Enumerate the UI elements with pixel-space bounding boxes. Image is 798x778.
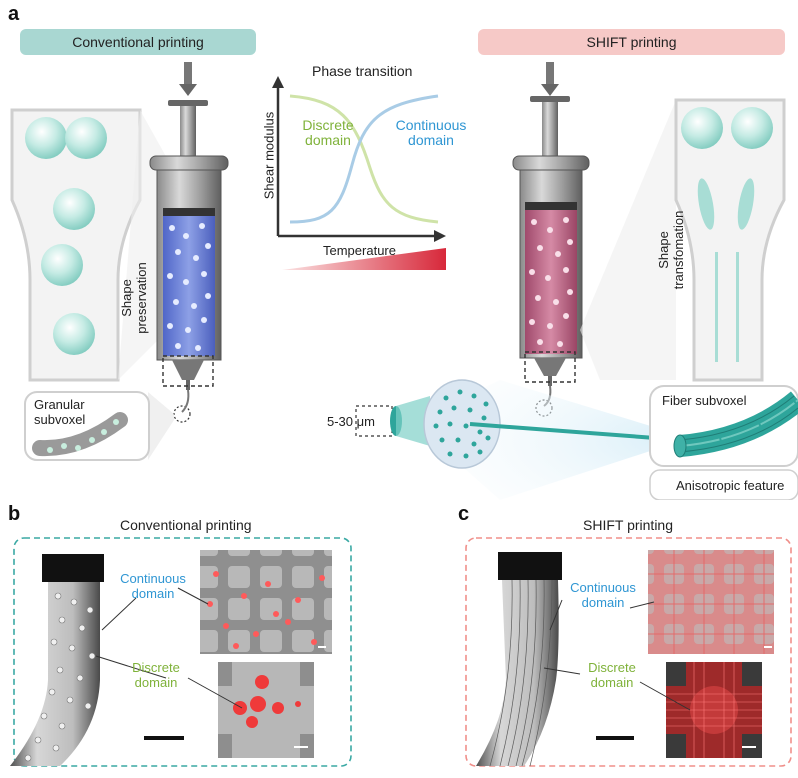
shape-transformation-label: Shape transfomation [656, 210, 686, 290]
panel-b-letter: b [8, 503, 21, 525]
syringe-shift [512, 62, 590, 417]
panel-b-frame [13, 537, 352, 767]
panel-a-letter: a [8, 3, 20, 25]
filament-b [10, 582, 100, 766]
syringe-conventional [149, 62, 229, 423]
continuous-domain-label-a: Continuous domain [395, 117, 467, 148]
nozzle-zoom-box-left [162, 355, 214, 387]
discrete-domain-label-a: Discrete domain [302, 117, 354, 148]
conventional-printing-header: Conventional printing [20, 29, 256, 55]
nozzle-zoom-box-right [524, 351, 576, 383]
granular-subvoxel-label: Granular subvoxel [34, 397, 86, 427]
continuous-domain-label-c: Continuous domain [570, 580, 636, 610]
scale-bar-c [596, 736, 634, 740]
magnified-chamber-right [674, 98, 786, 382]
panel-c-title: SHIFT printing [583, 517, 673, 533]
panel-c-frame [465, 537, 792, 767]
scale-bar-b [144, 736, 184, 740]
panel-b-title: Conventional printing [120, 517, 252, 533]
temperature-gradient-wedge [282, 248, 446, 270]
nozzle-tip-c [498, 552, 562, 580]
temperature-label: Temperature [323, 243, 396, 258]
cross-section-disk [423, 379, 501, 469]
shear-modulus-label: Shear modulus [261, 111, 277, 200]
size-range-label: 5-30 μm [327, 414, 375, 429]
continuous-domain-label-b: Continuous domain [120, 571, 186, 601]
filament-c [476, 580, 559, 766]
discrete-domain-label-c: Discrete domain [588, 660, 636, 690]
micrograph-grid-b [200, 550, 332, 654]
fiber-strand [469, 422, 683, 442]
phase-transition-title: Phase transition [312, 63, 413, 79]
phase-transition-plot [272, 76, 446, 270]
anisotropic-feature-label: Anisotropic feature [676, 478, 785, 493]
panel-a-illustration [10, 62, 798, 500]
shape-preservation-label: Shape preservation [119, 262, 149, 334]
discrete-domain-curve [289, 94, 439, 224]
nozzle-tip-b [42, 554, 104, 582]
shift-printing-header: SHIFT printing [478, 29, 785, 55]
panel-c-letter: c [458, 503, 470, 525]
fiber-subvoxel-label: Fiber subvoxel [662, 393, 747, 408]
discrete-domain-label-b: Discrete domain [132, 660, 180, 690]
micrograph-grid-c [648, 550, 774, 654]
panel-bc-micrographs [10, 537, 792, 767]
continuous-domain-curve [289, 94, 439, 224]
